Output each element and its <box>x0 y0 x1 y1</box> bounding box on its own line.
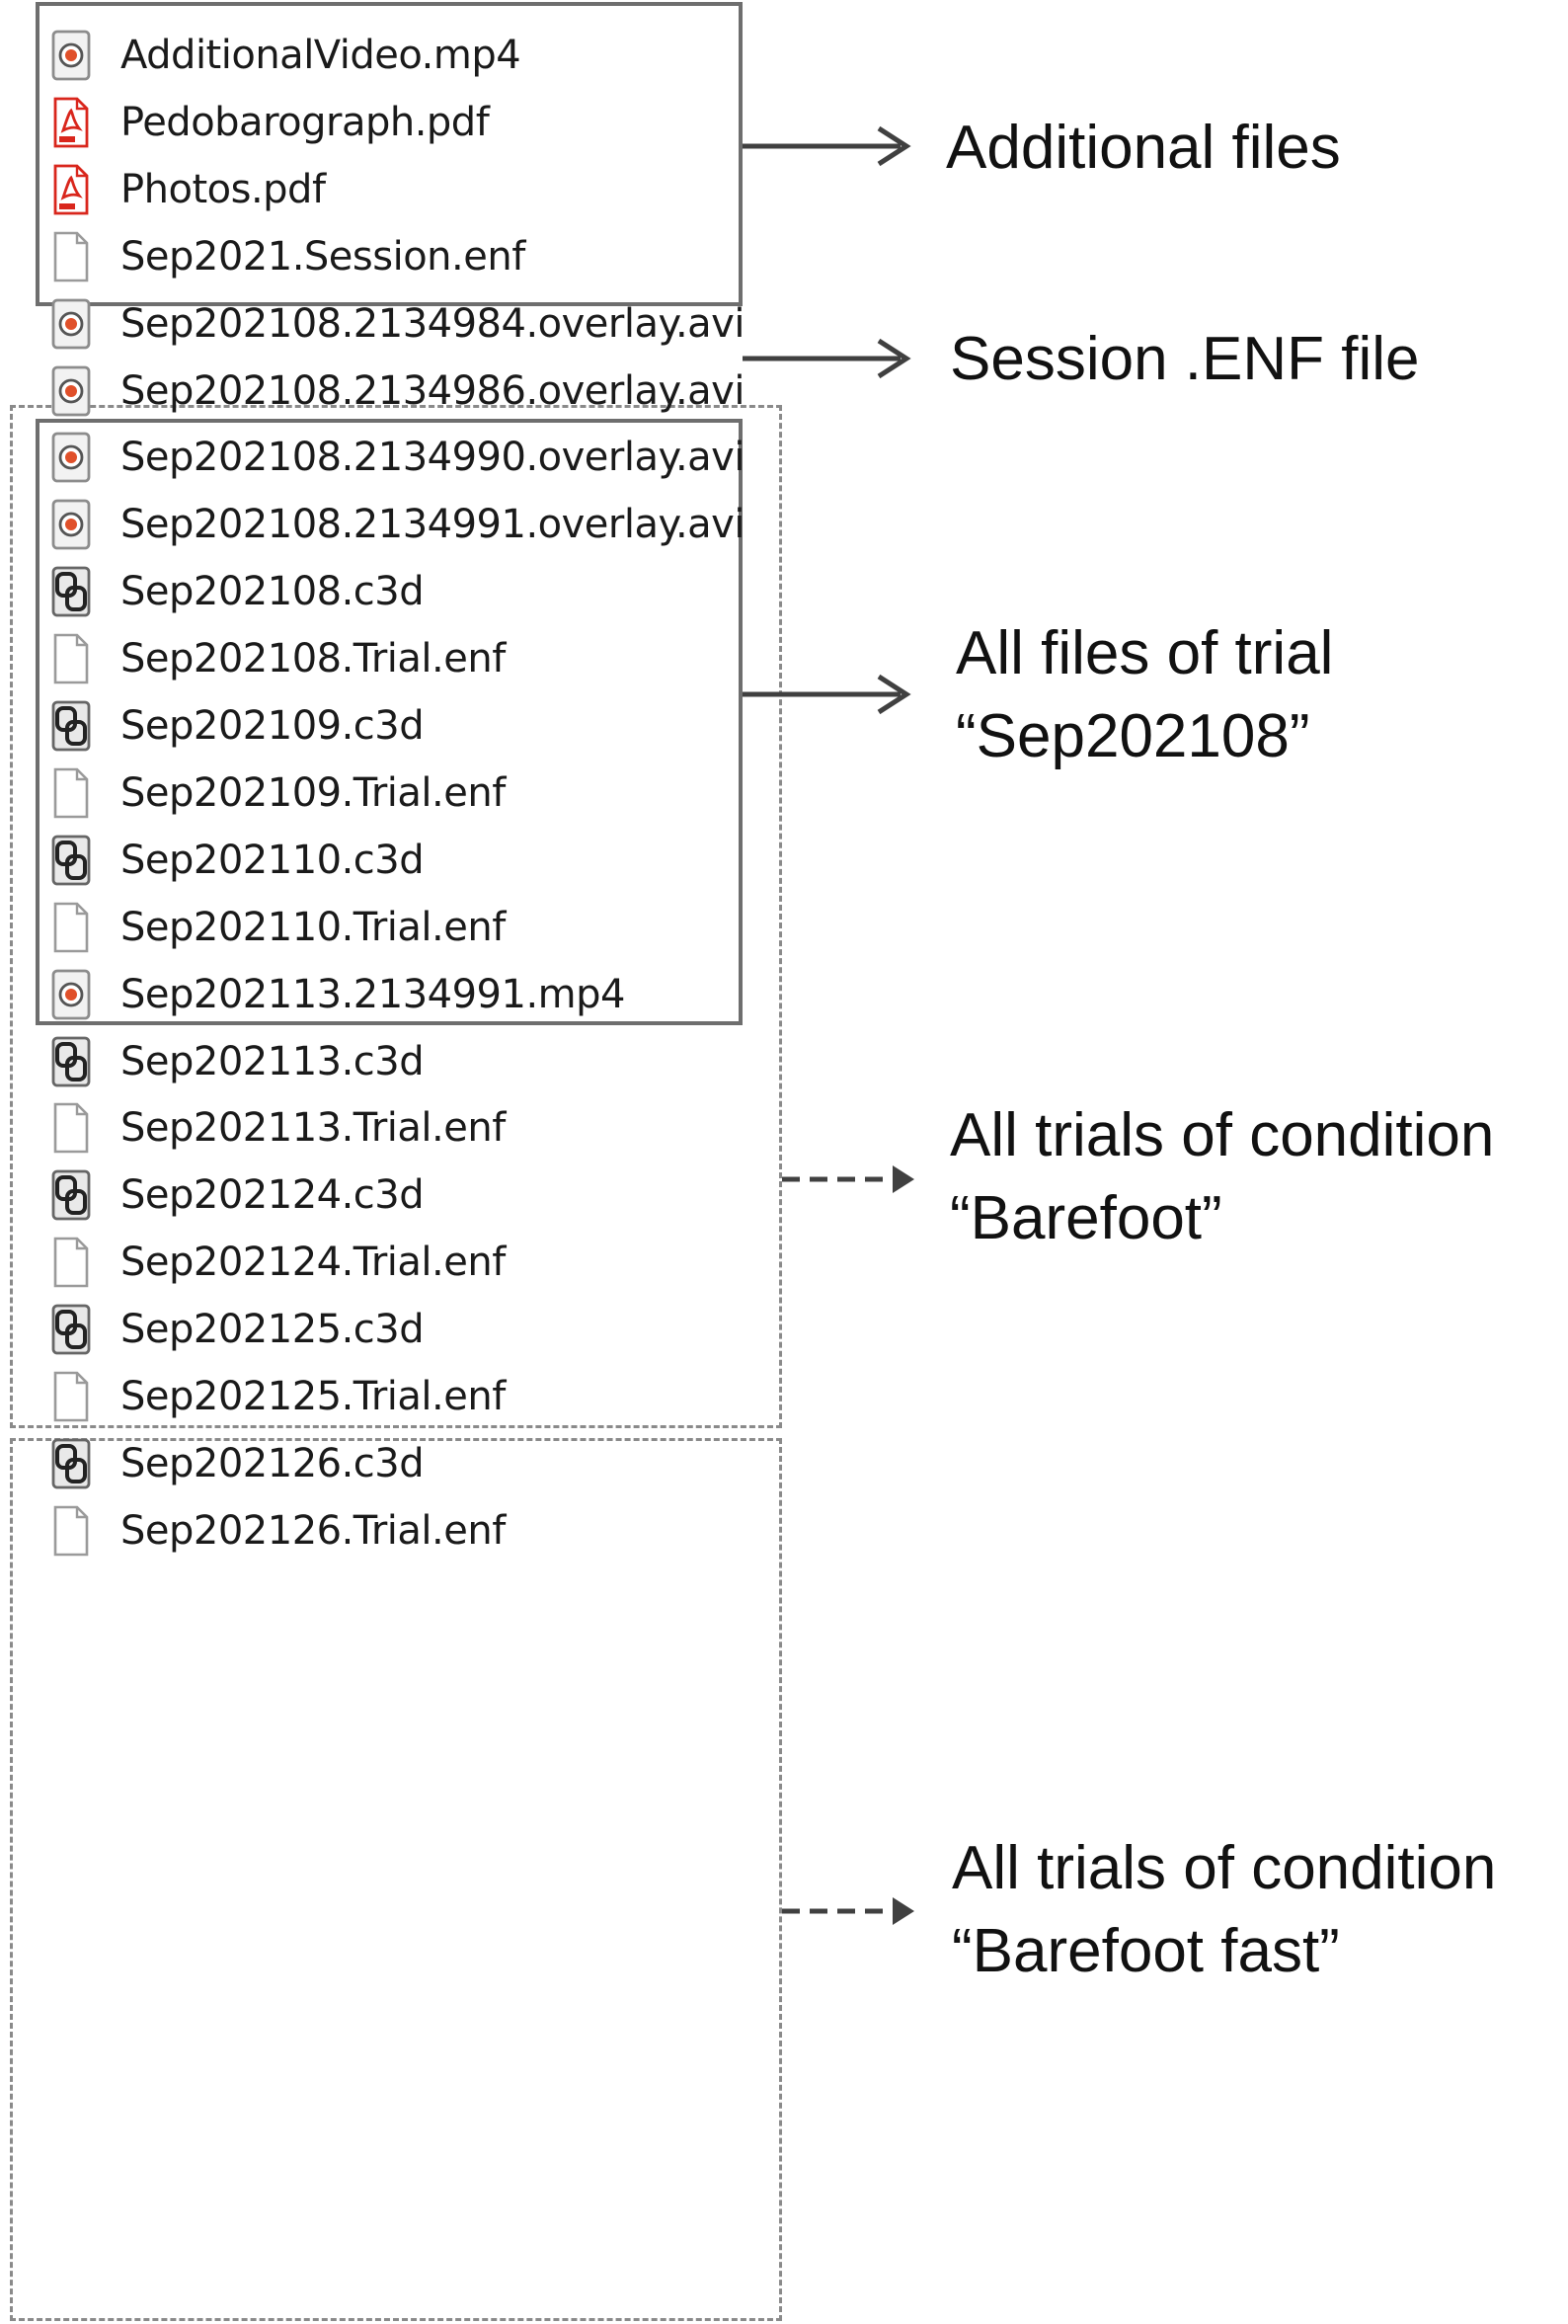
additional-files-label-line1: Additional files <box>946 114 1341 182</box>
file-name: Pedobarograph.pdf <box>120 99 490 145</box>
video-file-icon <box>47 363 95 419</box>
condition-barefoot-label: All trials of condition “Barefoot” <box>950 1094 1494 1260</box>
file-row[interactable]: Sep202108.2134984.overlay.avi <box>47 284 745 363</box>
condition-barefoot-fast-label-line2: “Barefoot fast” <box>952 1917 1340 1985</box>
file-name: Sep202113.Trial.enf <box>120 1105 506 1152</box>
session-file-label: Session .ENF file <box>950 318 1420 401</box>
file-row[interactable]: Sep2021.Session.enf <box>47 217 525 296</box>
trial-files-label-line1: All files of trial <box>956 619 1334 687</box>
file-row[interactable]: Sep202113.2134991.mp4 <box>47 955 625 1034</box>
condition-barefoot-fast-label-line1: All trials of condition <box>952 1834 1497 1902</box>
file-name: Sep202108.Trial.enf <box>120 636 506 682</box>
trial-sep202108-box <box>36 419 743 1025</box>
c3d-file-icon <box>47 1436 95 1491</box>
file-name: Sep202124.Trial.enf <box>120 1240 506 1286</box>
condition-barefoot-fast-box <box>10 1438 782 2321</box>
file-row[interactable]: Sep202113.c3d <box>47 1022 425 1101</box>
file-name: Sep202110.Trial.enf <box>120 904 506 950</box>
video-file-icon <box>47 28 95 83</box>
file-name: Sep202124.c3d <box>120 1172 425 1219</box>
blank-file-icon <box>47 1100 95 1156</box>
blank-file-icon <box>47 1369 95 1424</box>
file-name: Sep202125.c3d <box>120 1307 425 1353</box>
video-file-icon <box>47 967 95 1022</box>
session-file-label-line1: Session .ENF file <box>950 325 1420 393</box>
condition-barefoot-arrowhead <box>893 1165 914 1193</box>
file-row[interactable]: Sep202126.c3d <box>47 1424 425 1503</box>
file-row[interactable]: Sep202110.c3d <box>47 821 425 900</box>
blank-file-icon <box>47 1503 95 1559</box>
blank-file-icon <box>47 631 95 686</box>
condition-barefoot-fast-arrowhead <box>893 1897 914 1925</box>
blank-file-icon <box>47 900 95 955</box>
file-name: AdditionalVideo.mp4 <box>120 33 521 78</box>
file-row[interactable]: Pedobarograph.pdf <box>47 83 490 162</box>
file-name: Sep202108.2134991.overlay.avi <box>120 502 745 548</box>
file-row[interactable]: AdditionalVideo.mp4 <box>47 16 521 95</box>
file-row[interactable]: Sep202124.Trial.enf <box>47 1223 506 1302</box>
additional-files-box <box>36 2 743 306</box>
file-name: Sep202108.c3d <box>120 569 425 615</box>
file-name: Sep202108.2134984.overlay.avi <box>120 300 745 347</box>
file-row[interactable]: Sep202108.2134986.overlay.avi <box>47 352 745 431</box>
c3d-file-icon <box>47 698 95 754</box>
file-name: Sep202108.2134990.overlay.avi <box>120 435 745 481</box>
blank-file-icon <box>47 229 95 284</box>
file-name: Sep202125.Trial.enf <box>120 1374 506 1419</box>
additional-files-arrowhead <box>877 125 911 167</box>
file-row[interactable]: Sep202110.Trial.enf <box>47 888 506 967</box>
file-row[interactable]: Photos.pdf <box>47 150 326 229</box>
condition-barefoot-box <box>10 405 782 1428</box>
c3d-file-icon <box>47 1034 95 1089</box>
file-row[interactable]: Sep202108.c3d <box>47 552 425 631</box>
file-row[interactable]: Sep202109.c3d <box>47 686 425 765</box>
file-row[interactable]: Sep202108.Trial.enf <box>47 619 506 698</box>
c3d-file-icon <box>47 564 95 619</box>
file-row[interactable]: Sep202109.Trial.enf <box>47 754 506 833</box>
file-row[interactable]: Sep202113.Trial.enf <box>47 1088 506 1167</box>
file-row[interactable]: Sep202108.2134991.overlay.avi <box>47 485 745 564</box>
c3d-file-icon <box>47 1167 95 1223</box>
video-file-icon <box>47 296 95 352</box>
condition-barefoot-label-line1: All trials of condition <box>950 1101 1495 1169</box>
file-name: Sep202126.Trial.enf <box>120 1507 506 1554</box>
file-row[interactable]: Sep202126.Trial.enf <box>47 1491 506 1570</box>
file-name: Sep202113.2134991.mp4 <box>120 971 625 1017</box>
file-name: Photos.pdf <box>120 166 326 212</box>
c3d-file-icon <box>47 1302 95 1357</box>
file-name: Sep202109.c3d <box>120 703 425 749</box>
file-row[interactable]: Sep202125.Trial.enf <box>47 1357 506 1436</box>
trial-files-arrowhead <box>877 674 911 715</box>
file-name: Sep202126.c3d <box>120 1440 425 1486</box>
file-name: Sep202113.c3d <box>120 1038 425 1084</box>
blank-file-icon <box>47 765 95 821</box>
file-row[interactable]: Sep202108.2134990.overlay.avi <box>47 418 745 497</box>
video-file-icon <box>47 497 95 552</box>
file-name: Sep202110.c3d <box>120 837 425 883</box>
pdf-file-icon <box>47 162 95 217</box>
file-name: Sep202108.2134986.overlay.avi <box>120 367 745 414</box>
condition-barefoot-label-line2: “Barefoot” <box>950 1184 1222 1252</box>
file-row[interactable]: Sep202124.c3d <box>47 1156 425 1235</box>
file-name: Sep202109.Trial.enf <box>120 769 506 816</box>
file-name: Sep2021.Session.enf <box>120 233 525 280</box>
c3d-file-icon <box>47 833 95 888</box>
file-row[interactable]: Sep202125.c3d <box>47 1290 425 1369</box>
trial-files-label: All files of trial “Sep202108” <box>956 612 1333 778</box>
trial-files-label-line2: “Sep202108” <box>956 702 1310 770</box>
blank-file-icon <box>47 1235 95 1290</box>
video-file-icon <box>47 430 95 485</box>
condition-barefoot-fast-label: All trials of condition “Barefoot fast” <box>952 1827 1496 1993</box>
additional-files-label: Additional files <box>946 107 1341 190</box>
pdf-file-icon <box>47 95 95 150</box>
session-file-arrowhead <box>877 338 911 379</box>
